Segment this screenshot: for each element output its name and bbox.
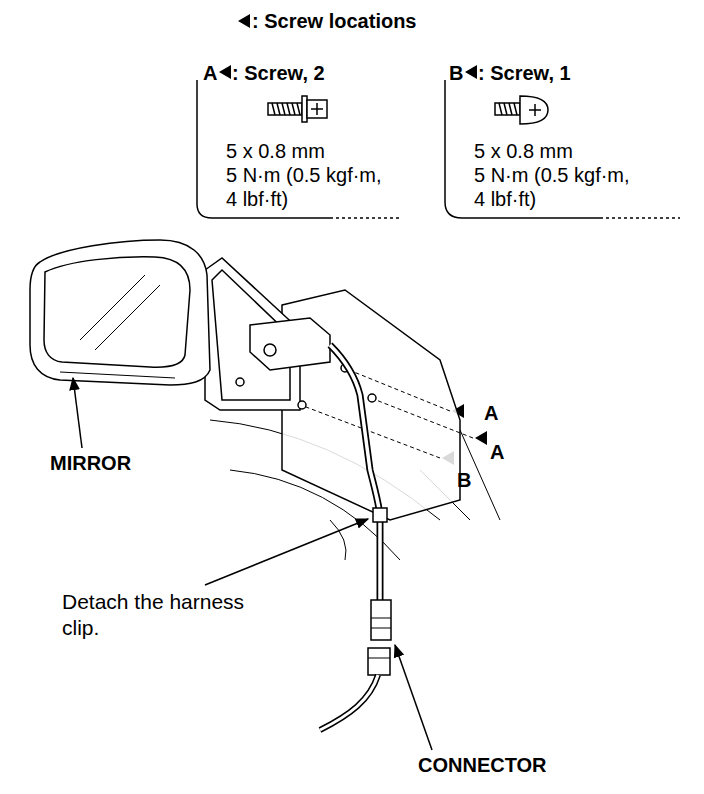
heading: : Screw locations	[252, 9, 417, 33]
harness	[320, 345, 391, 730]
part-name: MIRROR	[50, 451, 131, 475]
instruction-note: Detach the harness clip.	[62, 589, 267, 641]
screw-icon	[268, 96, 548, 124]
torque-spec: 5 N·m (0.5 kgf·m, 4 lbf·ft)	[474, 163, 638, 211]
part-name: CONNECTOR	[418, 753, 547, 777]
torque-spec: 5 N·m (0.5 kgf·m, 4 lbf·ft)	[226, 163, 390, 211]
screw-count: : Screw, 2	[232, 61, 325, 85]
screw-count: : Screw, 1	[478, 61, 571, 85]
screw-size: 5 x 0.8 mm	[226, 139, 325, 163]
mirror-housing	[30, 240, 210, 385]
screw-letter: B	[449, 61, 463, 85]
screw-letter: A	[490, 440, 504, 464]
screw-letter: A	[484, 401, 498, 425]
mirror-base	[205, 258, 330, 410]
screw-letter: A	[203, 61, 217, 85]
screw-size: 5 x 0.8 mm	[474, 139, 573, 163]
leader-line	[306, 370, 473, 458]
screw-letter: B	[457, 468, 471, 492]
pointer-arrow	[73, 378, 432, 750]
bracket	[197, 80, 680, 218]
